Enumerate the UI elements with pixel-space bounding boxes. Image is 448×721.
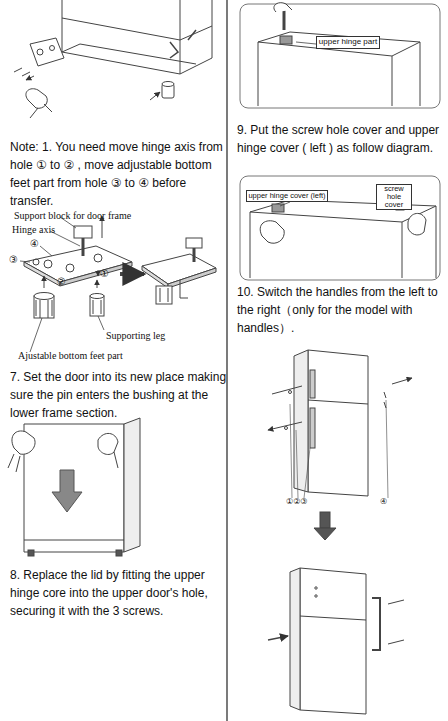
part-name: Supporting leg bbox=[106, 330, 165, 341]
callout-number: ④ bbox=[380, 498, 387, 507]
step-text: 9. Put the screw hole cover and upper hi… bbox=[237, 121, 445, 157]
step-text: 8. Replace the lid by fitting the upper … bbox=[10, 566, 228, 620]
handle-illustration bbox=[268, 350, 412, 714]
callout-number: ② bbox=[57, 276, 66, 287]
cover-panel bbox=[240, 176, 440, 280]
column-divider bbox=[226, 0, 227, 721]
note-text: Note: 1. You need move hinge axis from h… bbox=[10, 138, 228, 210]
part-name: Ajustable bottom feet part bbox=[18, 350, 123, 361]
part-name: Support block for door frame bbox=[14, 210, 131, 221]
step-text: 10. Switch the handles from the left to … bbox=[237, 283, 445, 337]
callout-number: ①②③ bbox=[286, 498, 308, 507]
label-box: upper hinge cover (left) bbox=[246, 190, 328, 202]
label-text: upper hinge cover (left) bbox=[248, 192, 325, 200]
label-box: upper hinge part bbox=[316, 36, 380, 49]
door-illustration bbox=[8, 418, 140, 556]
callout-number: ④ bbox=[30, 238, 39, 249]
frame-illustration bbox=[14, 0, 212, 118]
label-box: screw hole cover bbox=[376, 184, 412, 210]
callout-number: ① bbox=[100, 268, 109, 279]
callout-number: ③ bbox=[9, 254, 18, 265]
label-text: screw hole cover bbox=[378, 185, 410, 209]
hinge-illustration bbox=[20, 216, 216, 352]
label-text: upper hinge part bbox=[319, 38, 377, 46]
part-name: Hinge axis bbox=[12, 224, 55, 235]
step-text: 7. Set the door into its new place makin… bbox=[10, 368, 228, 422]
upper-hinge-panel bbox=[240, 3, 440, 108]
